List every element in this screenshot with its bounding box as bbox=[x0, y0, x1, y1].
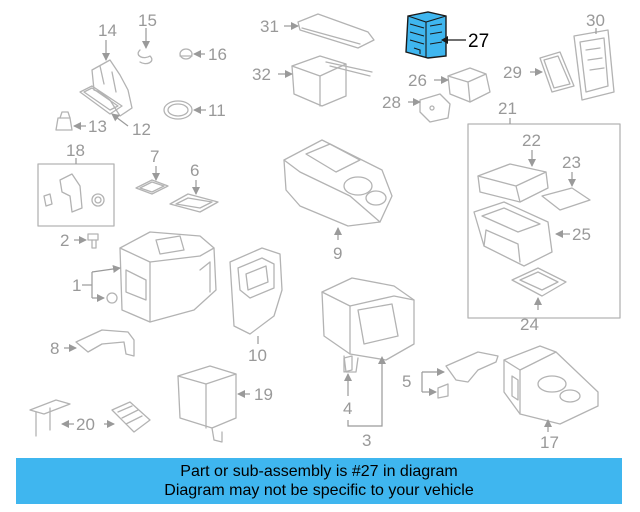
callout-12[interactable]: 12 bbox=[132, 120, 151, 139]
callout-23[interactable]: 23 bbox=[562, 153, 581, 172]
callout-8[interactable]: 8 bbox=[50, 339, 59, 358]
callout-27[interactable]: 27 bbox=[468, 31, 489, 52]
callout-15[interactable]: 15 bbox=[138, 11, 157, 30]
callout-17[interactable]: 17 bbox=[540, 433, 559, 452]
part-15[interactable] bbox=[137, 49, 153, 65]
callout-9[interactable]: 9 bbox=[333, 244, 342, 263]
callout-19[interactable]: 19 bbox=[254, 385, 273, 404]
part-24[interactable] bbox=[511, 267, 567, 297]
callout-32[interactable]: 32 bbox=[252, 65, 271, 84]
leader-3 bbox=[347, 364, 383, 427]
callout-20[interactable]: 20 bbox=[76, 415, 95, 434]
part-22[interactable] bbox=[477, 163, 549, 203]
callout-2[interactable]: 2 bbox=[60, 231, 69, 250]
callout-14[interactable]: 14 bbox=[98, 21, 117, 40]
callout-7[interactable]: 7 bbox=[150, 147, 159, 166]
callout-28[interactable]: 28 bbox=[382, 93, 401, 112]
part-16[interactable] bbox=[179, 48, 193, 60]
leader-27-arrow bbox=[441, 36, 448, 44]
part-32[interactable] bbox=[291, 55, 373, 107]
leader-1a bbox=[91, 265, 121, 273]
callout-1[interactable]: 1 bbox=[72, 276, 81, 295]
banner-line-1: Part or sub-assembly is #27 in diagram bbox=[180, 463, 458, 480]
part-20[interactable] bbox=[29, 399, 151, 437]
part-31[interactable] bbox=[297, 13, 375, 49]
part-9[interactable] bbox=[283, 139, 393, 227]
callout-24[interactable]: 24 bbox=[520, 315, 539, 334]
callout-31[interactable]: 31 bbox=[260, 17, 279, 36]
part-12[interactable] bbox=[79, 85, 123, 115]
part-14[interactable] bbox=[91, 59, 133, 117]
callout-25[interactable]: 25 bbox=[572, 225, 591, 244]
part-7[interactable] bbox=[135, 179, 169, 195]
part-11[interactable] bbox=[163, 100, 193, 120]
callout-5[interactable]: 5 bbox=[402, 372, 411, 391]
part-4[interactable] bbox=[343, 355, 353, 373]
part-21-group bbox=[467, 123, 621, 319]
part-3[interactable] bbox=[321, 277, 415, 373]
callout-6[interactable]: 6 bbox=[190, 161, 199, 180]
part-6[interactable] bbox=[169, 193, 219, 213]
part-13[interactable] bbox=[55, 111, 73, 131]
part-19[interactable] bbox=[177, 365, 237, 443]
callout-18[interactable]: 18 bbox=[66, 141, 85, 160]
parts-diagram: 14 15 16 12 11 13 18 bbox=[29, 11, 621, 452]
part-25[interactable] bbox=[473, 201, 553, 267]
part-29[interactable] bbox=[539, 51, 575, 93]
part-5[interactable] bbox=[437, 351, 499, 399]
part-28[interactable] bbox=[419, 93, 451, 123]
part-27-highlighted[interactable] bbox=[405, 11, 447, 59]
callout-16[interactable]: 16 bbox=[208, 45, 227, 64]
part-18[interactable] bbox=[37, 163, 115, 227]
leader-12 bbox=[111, 113, 129, 127]
callout-11[interactable]: 11 bbox=[208, 101, 226, 120]
part-26[interactable] bbox=[447, 67, 491, 103]
part-2[interactable] bbox=[87, 233, 99, 249]
part-8[interactable] bbox=[75, 329, 135, 357]
part-10[interactable] bbox=[229, 247, 283, 335]
info-banner: Part or sub-assembly is #27 in diagram D… bbox=[16, 458, 622, 504]
callout-4[interactable]: 4 bbox=[343, 399, 352, 418]
callout-10[interactable]: 10 bbox=[248, 346, 267, 365]
callout-26[interactable]: 26 bbox=[408, 71, 427, 90]
callout-21[interactable]: 21 bbox=[498, 99, 517, 118]
callout-3[interactable]: 3 bbox=[362, 431, 371, 450]
part-23[interactable] bbox=[541, 187, 591, 211]
callout-30[interactable]: 30 bbox=[586, 11, 605, 30]
callout-29[interactable]: 29 bbox=[503, 63, 522, 82]
callout-22[interactable]: 22 bbox=[522, 131, 541, 150]
part-30[interactable] bbox=[573, 29, 615, 101]
part-17[interactable] bbox=[503, 345, 599, 425]
part-1-clip bbox=[106, 292, 118, 304]
callout-13[interactable]: 13 bbox=[88, 117, 107, 136]
part-1[interactable] bbox=[119, 231, 217, 323]
leader-3-arrow bbox=[378, 356, 386, 364]
banner-line-2: Diagram may not be specific to your vehi… bbox=[164, 482, 474, 499]
